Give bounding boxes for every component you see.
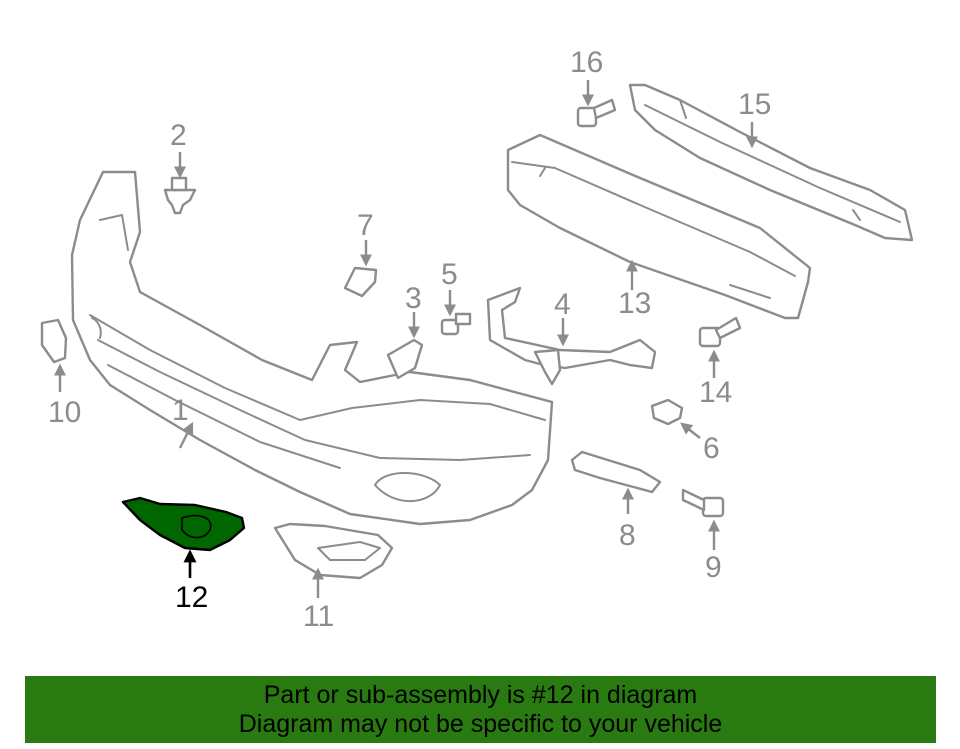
callout-5: 5 — [441, 258, 458, 291]
callout-1: 1 — [172, 394, 189, 427]
reinforcement-strip-part[interactable] — [570, 450, 662, 494]
banner-line-1: Part or sub-assembly is #12 in diagram — [263, 680, 698, 709]
callout-9: 9 — [705, 551, 722, 584]
fog-light-bezel-part-highlighted[interactable] — [121, 496, 246, 552]
bolt-16-part[interactable] — [576, 98, 617, 128]
side-bracket-part[interactable] — [386, 338, 424, 380]
banner-line-2: Diagram may not be specific to your vehi… — [238, 709, 723, 738]
callout-11: 11 — [303, 600, 334, 633]
callout-labels: 1 2 3 4 5 6 7 8 9 10 11 12 13 14 15 16 — [48, 46, 771, 633]
bolt-9-part[interactable] — [681, 488, 725, 518]
callout-12: 12 — [175, 581, 208, 614]
info-banner: Part or sub-assembly is #12 in diagram D… — [25, 676, 936, 743]
center-bracket-part[interactable] — [486, 286, 657, 386]
bolt-5-part[interactable] — [440, 312, 472, 336]
callout-6: 6 — [703, 432, 720, 465]
push-clip-part[interactable] — [163, 176, 197, 215]
fog-light-cover-part[interactable] — [273, 522, 394, 580]
callout-8: 8 — [619, 519, 636, 552]
small-bracket-7-part[interactable] — [343, 266, 378, 298]
callout-7: 7 — [357, 209, 374, 242]
callout-16: 16 — [570, 46, 603, 79]
callout-3: 3 — [405, 282, 422, 315]
bolt-14-part[interactable] — [698, 316, 742, 348]
callout-14: 14 — [699, 376, 732, 409]
side-cap-part[interactable] — [40, 318, 68, 364]
clip-6-part[interactable] — [650, 398, 684, 426]
leader-lines — [54, 80, 758, 598]
impact-beam-part[interactable] — [506, 133, 812, 320]
callout-4: 4 — [554, 288, 571, 321]
callout-13: 13 — [618, 287, 651, 320]
callout-15: 15 — [738, 88, 771, 121]
callout-2: 2 — [170, 119, 187, 152]
absorber-bracket-part[interactable] — [628, 83, 914, 242]
callout-10: 10 — [48, 396, 81, 429]
bumper-cover-part[interactable] — [70, 170, 554, 526]
